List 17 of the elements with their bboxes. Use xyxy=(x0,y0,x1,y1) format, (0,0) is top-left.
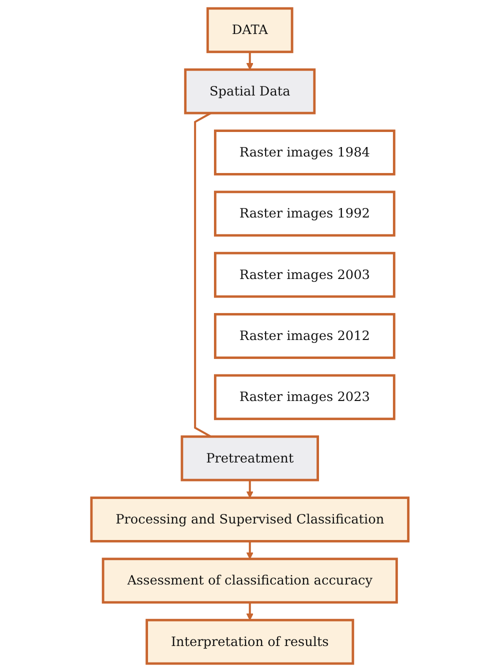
node-box xyxy=(101,558,398,604)
node-box xyxy=(214,252,395,298)
node-box xyxy=(214,313,395,359)
node-box xyxy=(214,190,395,237)
arrow xyxy=(246,602,254,620)
node-box xyxy=(180,435,319,482)
node-box xyxy=(206,7,293,54)
node-box xyxy=(90,496,410,542)
arrow xyxy=(246,52,254,70)
node-box xyxy=(145,618,354,665)
arrow xyxy=(246,541,254,560)
node-box xyxy=(214,374,395,420)
arrow xyxy=(246,480,254,498)
flowchart: DATA Spatial Data Raster images 1984 Raster images 1992 Raster images 2003 Raster images 2012 Raster images 2023 Pretreatment Processing and Supervised Classification Assessment of classification accuracy Interpretation of results xyxy=(84,2,414,670)
connector xyxy=(194,112,212,438)
node-box xyxy=(184,68,316,114)
node-box xyxy=(214,130,395,176)
